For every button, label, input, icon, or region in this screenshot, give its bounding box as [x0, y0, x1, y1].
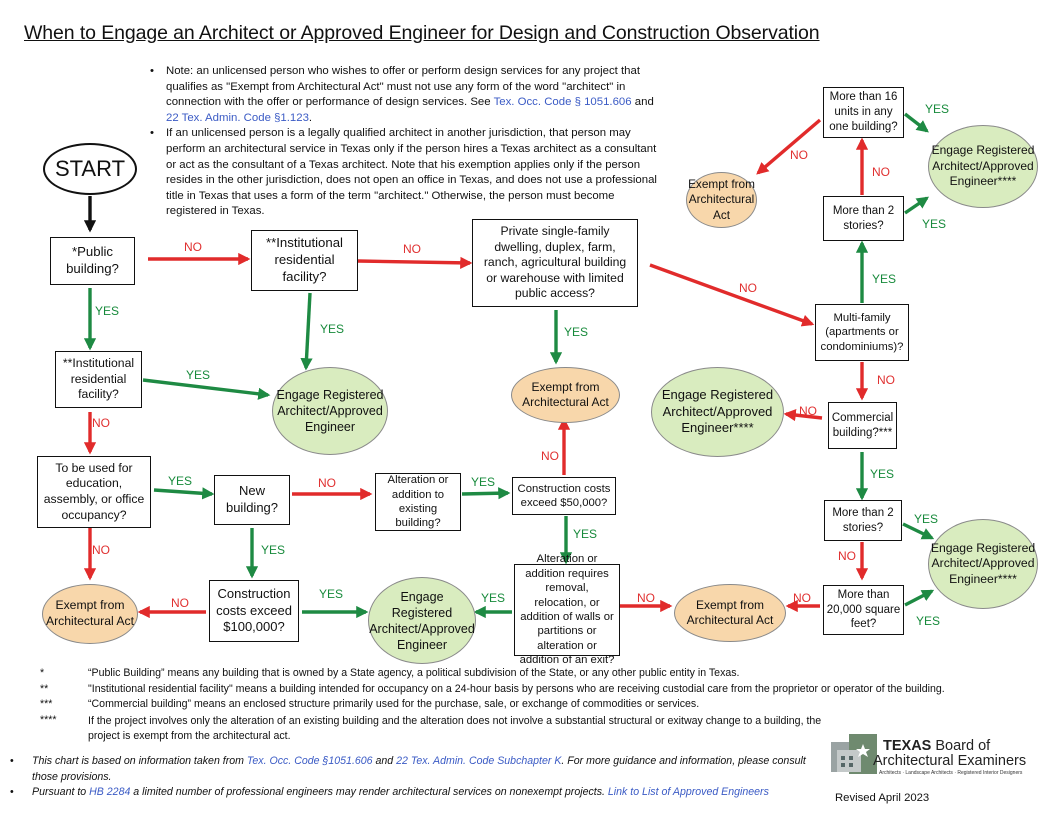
- revised-date: Revised April 2023: [835, 792, 930, 804]
- footnote-mark: **: [40, 683, 49, 695]
- footnote-mark: ***: [40, 698, 53, 710]
- label-no: NO: [171, 596, 189, 610]
- footnote-text: “Commercial building” means an enclosed …: [88, 698, 700, 710]
- texas-building-logo-icon: [831, 734, 877, 774]
- label-no: NO: [790, 148, 808, 162]
- more-than-16-units-decision: More than 16 units in any one building?: [823, 87, 904, 138]
- label-yes: YES: [922, 217, 947, 231]
- notes-list: Note: an unlicensed person who wishes to…: [148, 64, 658, 220]
- more-than-2-stories-decision-bottom: More than 2 stories?: [824, 500, 902, 541]
- label-no: NO: [92, 543, 110, 557]
- label-yes: YES: [471, 475, 496, 489]
- footer-source-note: This chart is based on information taken…: [10, 754, 812, 785]
- arrow-yes: [461, 487, 511, 500]
- more-than-20000-sqft-decision: More than 20,000 square feet?: [823, 585, 904, 635]
- arrow-no: [649, 263, 815, 327]
- alteration-existing-decision: Alteration or addition to existing build…: [375, 473, 461, 531]
- private-dwelling-decision: Private single-family dwelling, duplex, …: [472, 219, 638, 307]
- new-building-decision: New building?: [214, 475, 290, 525]
- label-yes: YES: [573, 527, 598, 541]
- label-no: NO: [541, 449, 559, 463]
- footnote-text: If the project involves only the alterat…: [88, 715, 822, 742]
- link-admin-code-subchapter-k[interactable]: 22 Tex. Admin. Code Subchapter K: [396, 755, 562, 767]
- arrow-no: [783, 408, 823, 422]
- costs-exceed-50000-decision: Construction costs exceed $50,000?: [512, 477, 616, 515]
- footnote-mark: ****: [40, 714, 57, 726]
- label-yes: YES: [925, 102, 950, 116]
- note-item: Note: an unlicensed person who wishes to…: [148, 64, 658, 126]
- label-no: NO: [838, 549, 856, 563]
- label-yes: YES: [95, 304, 120, 318]
- exempt-bottom-right: Exempt from Architectural Act: [674, 584, 786, 642]
- engage-architect-top-right: Engage Registered Architect/Approved Eng…: [928, 125, 1038, 208]
- footnote-text: "Institutional residential facility" mea…: [88, 683, 945, 695]
- arrow-no: [357, 256, 473, 269]
- link-occ-code-1051-606[interactable]: Tex. Occ. Code § 1051.606: [493, 96, 632, 109]
- link-approved-engineers[interactable]: Link to List of Approved Engineers: [607, 786, 769, 798]
- institutional-facility-decision-left: **Institutional residential facility?: [55, 351, 142, 408]
- label-yes: YES: [320, 322, 345, 336]
- label-yes: YES: [564, 325, 589, 339]
- label-yes: YES: [186, 368, 211, 382]
- page-title: When to Engage an Architect or Approved …: [24, 22, 820, 44]
- commercial-building-decision: Commercial building?***: [828, 402, 897, 449]
- label-yes: YES: [914, 512, 939, 526]
- arrow-yes: [904, 196, 930, 215]
- tbae-logo: TEXAS Board of Architectural Examiners A…: [829, 732, 1029, 782]
- more-than-2-stories-decision-top: More than 2 stories?: [823, 196, 904, 241]
- arrow-yes: [142, 378, 271, 400]
- label-yes: YES: [916, 614, 941, 628]
- note-item: If an unlicensed person is a legally qua…: [148, 126, 658, 220]
- label-yes: YES: [870, 467, 895, 481]
- exempt-bottom-left: Exempt from Architectural Act: [42, 584, 138, 644]
- label-yes: YES: [168, 474, 193, 488]
- arrow-yes: [300, 292, 313, 371]
- arrow-yes: [904, 589, 935, 607]
- label-no: NO: [799, 404, 817, 418]
- institutional-facility-decision-top: **Institutional residential facility?: [251, 230, 358, 291]
- arrow-yes: [153, 487, 215, 500]
- public-building-decision: *Public building?: [50, 237, 135, 285]
- label-yes: YES: [872, 272, 897, 286]
- label-no: NO: [872, 165, 890, 179]
- start-node: START: [43, 143, 137, 195]
- label-no: NO: [877, 373, 895, 387]
- label-yes: YES: [319, 587, 344, 601]
- label-no: NO: [793, 591, 811, 605]
- education-assembly-office-decision: To be used for education, assembly, or o…: [37, 456, 151, 528]
- alteration-requires-decision: Alteration or addition requires removal,…: [514, 553, 620, 666]
- label-no: NO: [184, 240, 202, 254]
- label-no: NO: [637, 591, 655, 605]
- link-hb-2284[interactable]: HB 2284: [89, 786, 131, 798]
- label-no: NO: [318, 476, 336, 490]
- link-occ-code-1051-606-footer[interactable]: Tex. Occ. Code §1051.606: [246, 755, 373, 767]
- engage-architect-bottom-right: Engage Registered Architect/Approved Eng…: [928, 519, 1038, 609]
- engage-architect-mid-right: Engage Registered Architect/Approved Eng…: [651, 367, 784, 457]
- engage-architect-bottom-center: Engage Registered Architect/Approved Eng…: [368, 577, 476, 664]
- costs-exceed-100000-decision: Construction costs exceed $100,000?: [209, 580, 299, 642]
- footnote-text: “Public Building” means any building tha…: [88, 667, 740, 679]
- label-no: NO: [739, 281, 757, 295]
- link-admin-code-1-123[interactable]: 22 Tex. Admin. Code §1.123: [166, 111, 309, 124]
- exempt-center: Exempt from Architectural Act: [511, 367, 620, 423]
- footnote-mark: *: [40, 667, 45, 679]
- label-no: NO: [403, 242, 421, 256]
- label-yes: YES: [481, 591, 506, 605]
- multifamily-decision: Multi-family (apartments or condominiums…: [815, 304, 909, 361]
- label-yes: YES: [261, 543, 286, 557]
- arrow-yes: [903, 112, 929, 133]
- label-no: NO: [92, 416, 110, 430]
- footer-hb2284-note: Pursuant to HB 2284 a limited number of …: [10, 785, 769, 801]
- arrow-no: [756, 118, 822, 175]
- engage-architect-mid-left: Engage Registered Architect/Approved Eng…: [272, 367, 388, 455]
- arrow-yes: [902, 522, 935, 540]
- exempt-top-right: Exempt from Architectural Act: [686, 172, 757, 228]
